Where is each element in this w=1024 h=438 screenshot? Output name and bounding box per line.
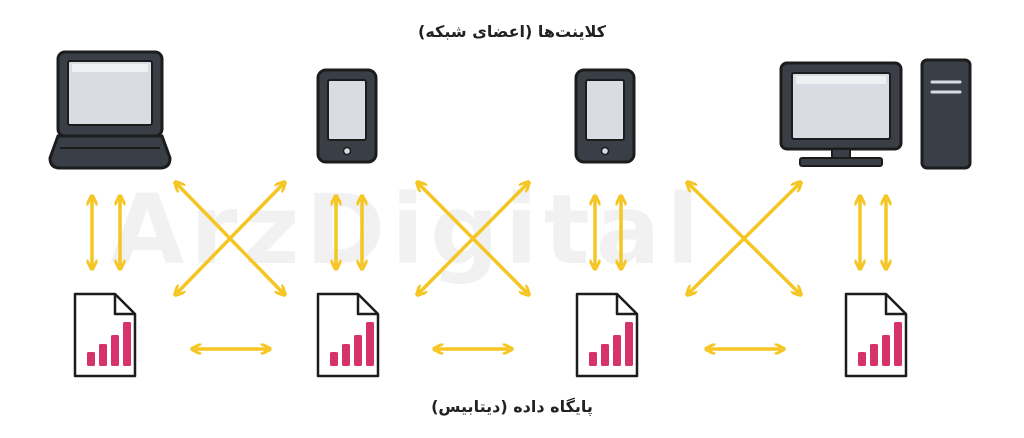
- smartphone-icon: [574, 68, 636, 164]
- smartphone-icon: [316, 68, 378, 164]
- desktop-computer-icon: [779, 58, 972, 170]
- diagonal-arrow: [420, 185, 526, 292]
- diagonal-arrow: [690, 185, 798, 292]
- diagonal-arrow: [178, 185, 282, 292]
- database-label: پایگاه داده (دیتابیس): [431, 397, 593, 416]
- document-chart-icon: [316, 292, 380, 378]
- document-chart-icon: [844, 292, 908, 378]
- laptop-icon: [48, 50, 172, 170]
- document-chart-icon: [575, 292, 639, 378]
- clients-label: کلاینت‌ها (اعضای شبکه): [418, 22, 606, 41]
- document-chart-icon: [73, 292, 137, 378]
